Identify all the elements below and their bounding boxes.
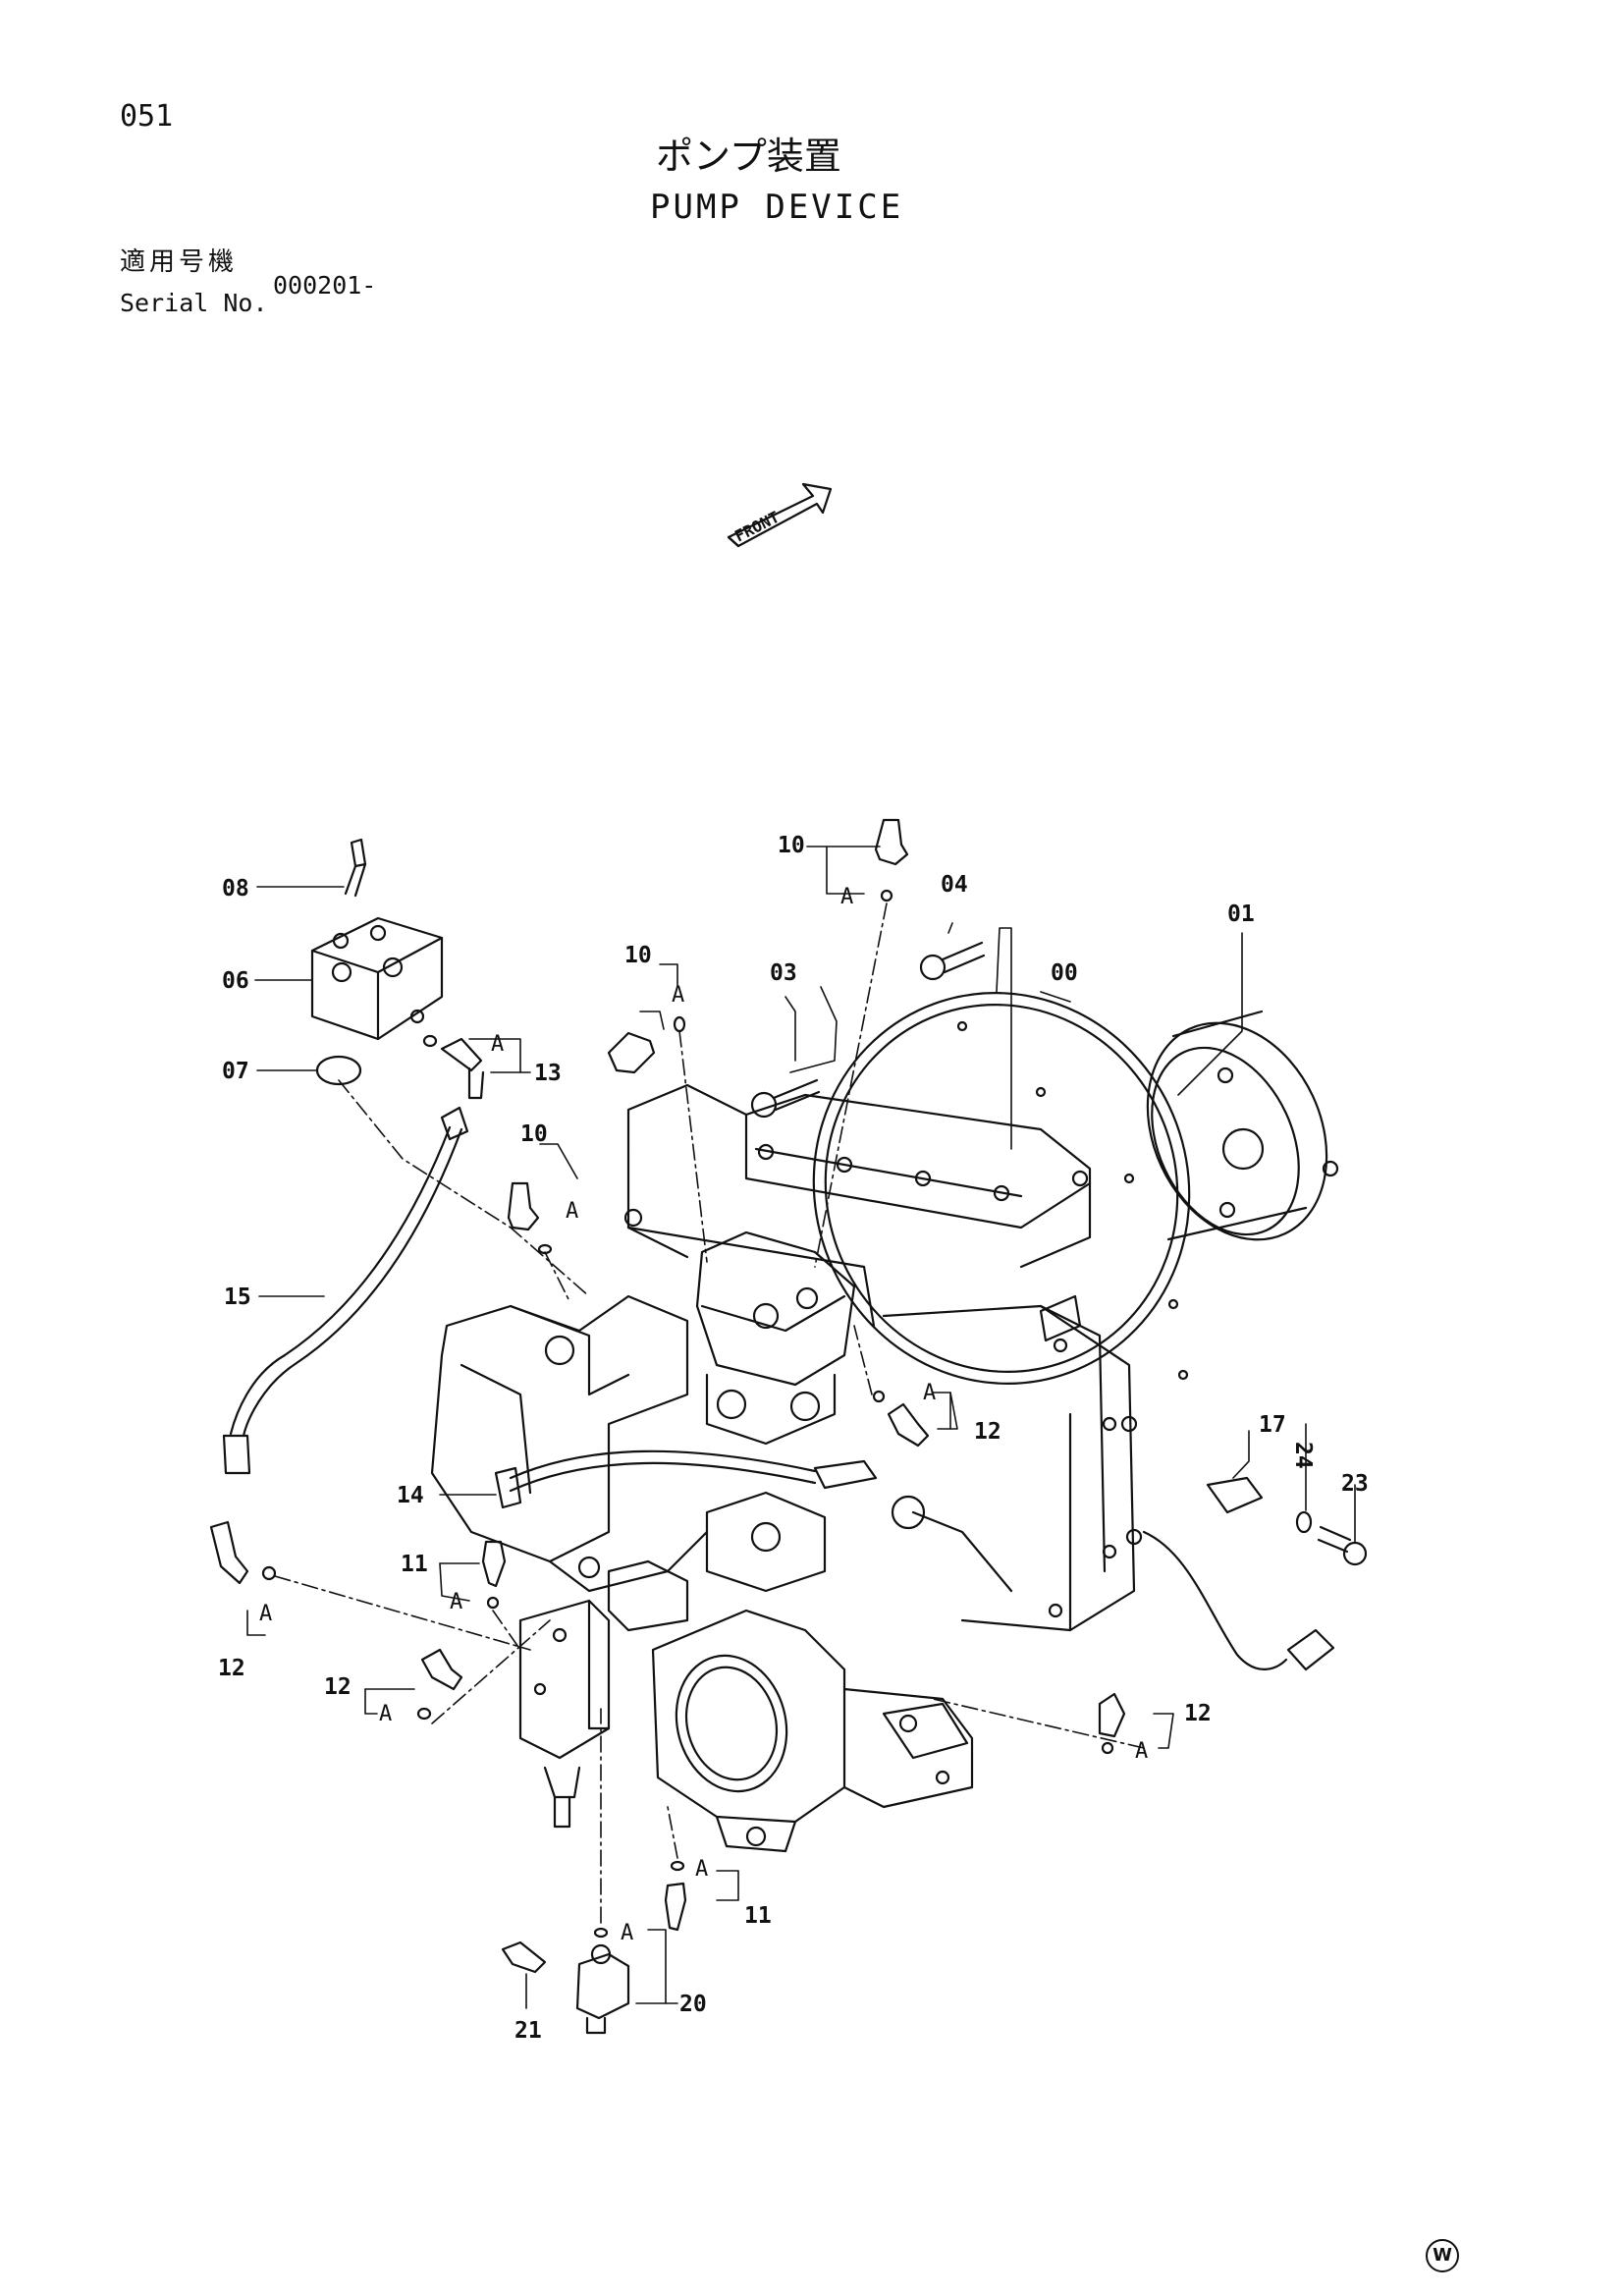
washer-24: [1295, 1510, 1313, 1534]
callout-10-top: 10: [778, 833, 805, 858]
front-label: FRONT: [731, 508, 783, 546]
title-english: PUMP DEVICE: [650, 188, 904, 227]
pump-housing-flange: [812, 992, 1191, 1385]
connector-21: [501, 1941, 547, 1974]
elbow-fitting-12-right-upper: [872, 1390, 930, 1448]
callout-10-low: 10: [520, 1121, 548, 1147]
callout-12-right-upper: 12: [974, 1419, 1001, 1445]
elbow-fitting-12-left: [209, 1520, 277, 1585]
callout-12-mid: 12: [324, 1674, 352, 1700]
fitting-11-left: [481, 1540, 507, 1610]
callout-01: 01: [1227, 902, 1255, 927]
fitting-10-low: [507, 1181, 553, 1255]
oring-marker: A: [379, 1702, 392, 1726]
corner-w-mark: W: [1426, 2239, 1459, 2272]
block-06: [310, 916, 444, 1041]
front-pump-inlet: [651, 1491, 974, 1853]
fitting-10-mid: [607, 1015, 686, 1074]
pressure-sensor-20: [575, 1927, 630, 2035]
fitting-11-bottom: [664, 1860, 687, 1932]
callout-13: 13: [534, 1061, 562, 1086]
callout-12-left: 12: [218, 1656, 245, 1681]
serial-number-value: 000201-: [273, 271, 377, 300]
oring-marker: A: [259, 1602, 272, 1626]
flywheel-coupling-01: [1146, 1010, 1339, 1241]
main-pump-body: [623, 1083, 1143, 1632]
hose-15: [222, 1106, 469, 1475]
oring-marker: A: [840, 885, 853, 909]
solenoid-valve-block: [518, 1556, 689, 1829]
bolt-03: [750, 1078, 821, 1119]
callout-20: 20: [679, 1992, 707, 2017]
oring-marker: A: [923, 1381, 936, 1405]
callout-12-right-lower: 12: [1184, 1701, 1212, 1726]
tube-14: [494, 1449, 878, 1509]
serial-label-english: Serial No.: [120, 289, 268, 317]
oring-marker: A: [1135, 1739, 1148, 1764]
callout-08: 08: [222, 876, 249, 902]
oring-marker: A: [621, 1921, 633, 1945]
page-number: 051: [120, 99, 174, 134]
bolt-04: [919, 941, 986, 981]
callout-17: 17: [1259, 1412, 1286, 1438]
fitting-10-top: [874, 818, 909, 902]
callout-23: 23: [1341, 1471, 1369, 1497]
left-regulator: [430, 1294, 709, 1593]
oring-marker: A: [566, 1199, 578, 1224]
callout-15: 15: [224, 1285, 251, 1310]
callout-11-bottom: 11: [744, 1903, 772, 1929]
elbow-fitting-12-mid: [416, 1648, 463, 1721]
title-japanese: ポンプ装置: [656, 135, 841, 178]
o-ring-07: [315, 1055, 362, 1086]
callout-03: 03: [770, 960, 797, 986]
oring-marker: A: [450, 1590, 462, 1614]
elbow-fitting-13: [422, 1034, 485, 1100]
bolt-23: [1317, 1525, 1368, 1566]
oring-marker: A: [672, 983, 684, 1008]
callout-14: 14: [397, 1483, 424, 1508]
bolt-08: [344, 838, 367, 898]
elbow-fitting-12-right-lower: [1098, 1692, 1126, 1755]
oring-marker: A: [695, 1857, 708, 1882]
callout-07: 07: [222, 1059, 249, 1084]
sensor-harness: [1142, 1530, 1335, 1671]
bracket-17: [1206, 1476, 1264, 1514]
callout-24: 24: [1290, 1442, 1316, 1469]
center-regulator: [695, 1230, 856, 1446]
callout-00: 00: [1051, 960, 1078, 986]
serial-label-japanese: 適用号機: [120, 247, 239, 277]
callout-21: 21: [514, 2018, 542, 2044]
front-arrow-icon: [727, 482, 833, 548]
callout-06: 06: [222, 968, 249, 994]
oring-marker: A: [491, 1032, 504, 1057]
callout-04: 04: [941, 872, 968, 898]
callout-10-mid: 10: [624, 943, 652, 968]
callout-11-left: 11: [401, 1552, 428, 1577]
